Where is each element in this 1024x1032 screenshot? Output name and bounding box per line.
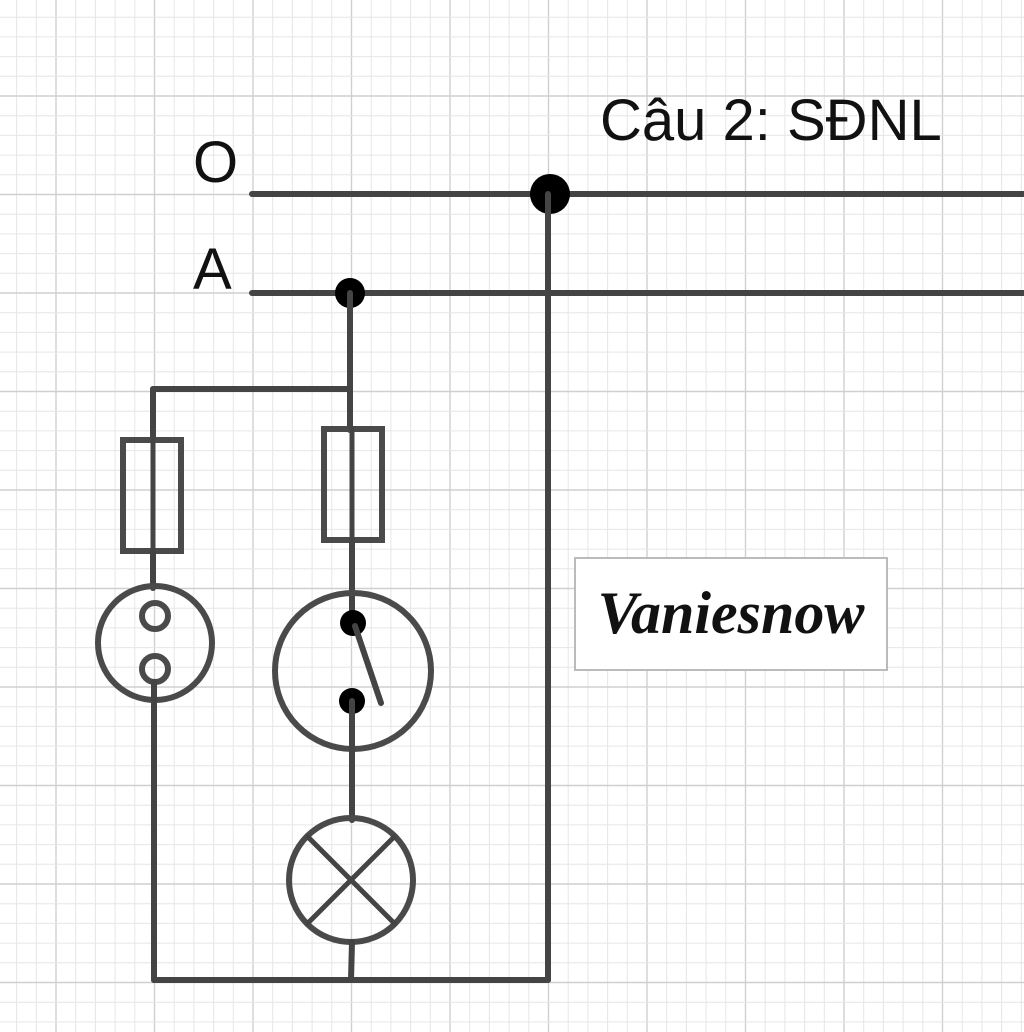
lamp-return-wire (348, 939, 355, 983)
switch (272, 590, 434, 752)
watermark: Vaniesnow (574, 557, 888, 671)
diagram-title: Câu 2: SĐNL (600, 88, 942, 153)
phase-line-label: A (193, 237, 232, 302)
neutral-line-label: O (193, 130, 238, 195)
fuse-socket-branch (120, 437, 184, 554)
watermark-text: Vaniesnow (598, 580, 866, 646)
socket (95, 583, 215, 703)
fuse-lamp-branch (321, 426, 385, 543)
